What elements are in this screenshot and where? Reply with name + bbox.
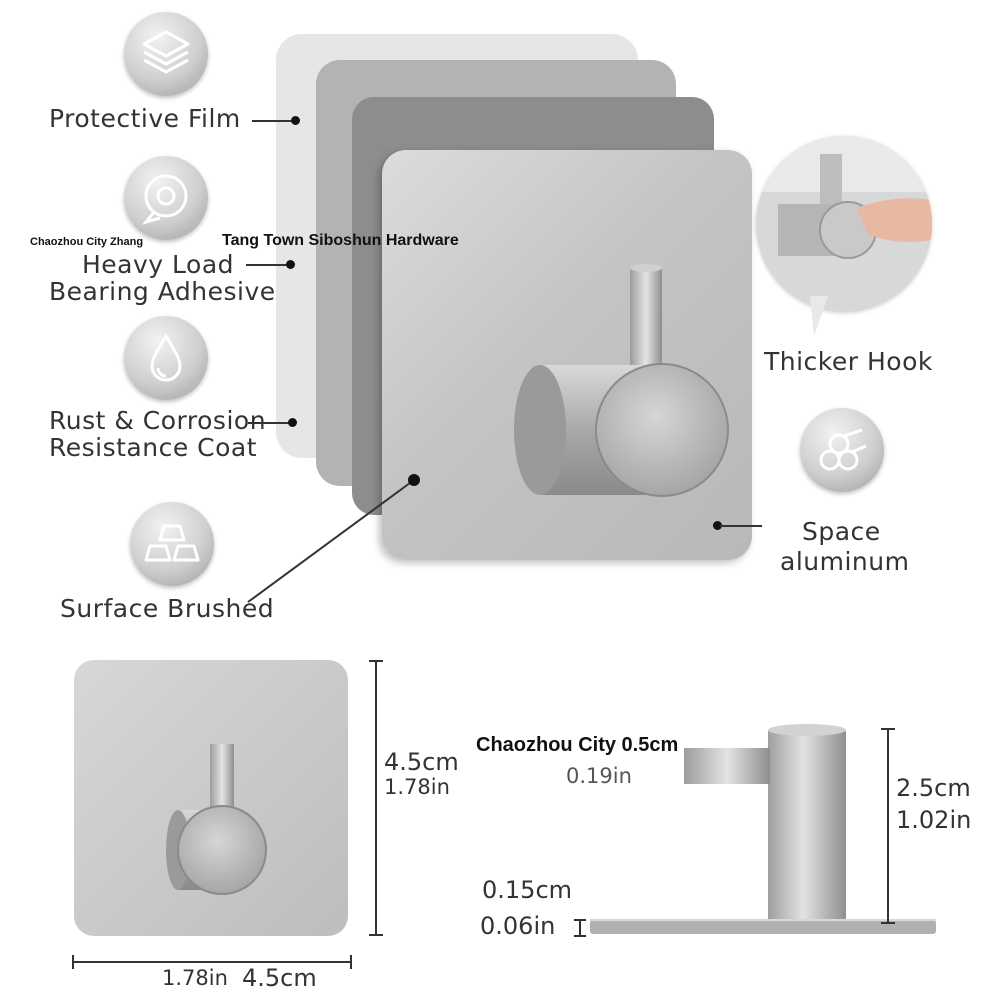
ingots-icon	[130, 502, 214, 586]
leader-line-aluminum	[720, 525, 762, 527]
hook-height-in-label: 1.02in	[896, 806, 972, 834]
feature-label-adhesive-line1: Heavy Load	[82, 250, 235, 279]
metal-bars-icon	[800, 408, 884, 492]
hook-illustration-large	[514, 264, 729, 497]
leader-dot-film	[291, 116, 300, 125]
feature-label-rust-line2: Resistance Coat	[49, 433, 258, 462]
height-dimension-line	[369, 660, 383, 936]
leader-dot-aluminum	[713, 521, 722, 530]
hook-height-dimension-line	[881, 728, 895, 924]
watermark-bottom: Chaozhou City 0.5cm	[476, 734, 679, 756]
plate-thickness-in-label: 0.06in	[480, 912, 556, 940]
feature-label-rust-line1: Rust & Corrosion	[49, 406, 267, 435]
rod-diameter-in-label: 0.19in	[566, 764, 632, 788]
leader-line-adhesive	[246, 264, 290, 266]
leader-line-brushed	[247, 474, 420, 603]
feature-label-thicker-hook: Thicker Hook	[764, 347, 933, 376]
watermark-top-small: Chaozhou City Zhang	[30, 236, 144, 248]
watermark-top-large: Tang Town Siboshun Hardware	[222, 232, 459, 249]
feature-label-space-line2: aluminum	[780, 547, 910, 576]
layers-icon	[124, 12, 208, 96]
width-in-label: 1.78in	[162, 966, 228, 990]
feature-label-surface-brushed: Surface Brushed	[60, 594, 275, 623]
plate-thickness-tick	[574, 919, 586, 937]
leader-dot-coat	[288, 418, 297, 427]
plate-thickness-cm-label: 0.15cm	[482, 876, 573, 904]
leader-dot-adhesive	[286, 260, 295, 269]
width-dimension-line	[72, 955, 352, 969]
hook-illustration-front	[166, 744, 267, 895]
hook-closeup-image	[756, 136, 932, 312]
feature-label-adhesive-line2: Bearing Adhesive	[49, 277, 276, 306]
leader-line-film	[252, 120, 296, 122]
hook-height-cm-label: 2.5cm	[896, 774, 971, 802]
closeup-pointer	[810, 296, 828, 336]
hook-illustration-side	[590, 724, 936, 934]
width-cm-label: 4.5cm	[242, 964, 317, 992]
tape-roll-icon	[124, 156, 208, 240]
height-cm-label: 4.5cm	[384, 748, 459, 776]
feature-label-protective-film: Protective Film	[49, 104, 241, 133]
height-in-label: 1.78in	[384, 775, 450, 799]
leader-line-coat	[248, 422, 292, 424]
water-drop-icon	[124, 316, 208, 400]
feature-label-space-line1: Space	[802, 517, 881, 546]
